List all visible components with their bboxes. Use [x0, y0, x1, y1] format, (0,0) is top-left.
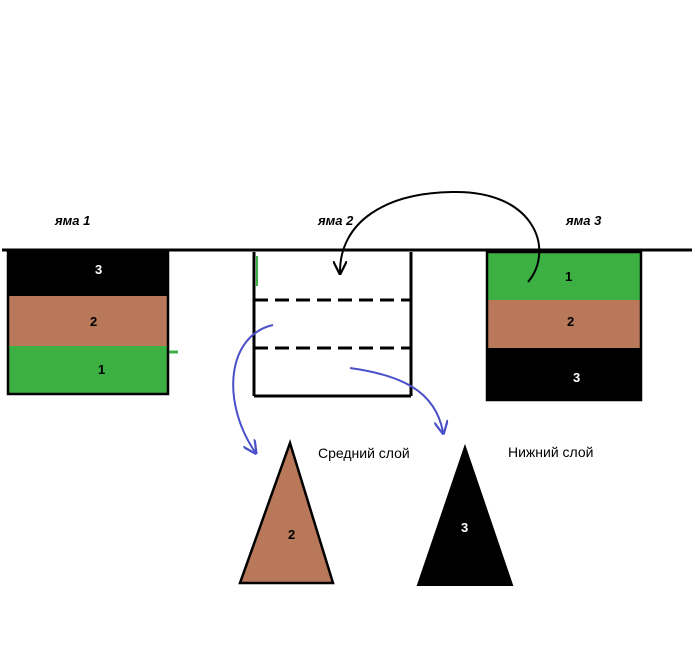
pit-3-outline: [485, 250, 643, 402]
pit-1-layer-bottom-label: 1: [98, 362, 105, 377]
pit-3-layer-bottom: [487, 348, 641, 400]
pile-bottom-cone: [416, 443, 514, 586]
pit-1-layer-top: [8, 252, 168, 296]
pit-1-layer-middle-label: 2: [90, 314, 97, 329]
pile-middle-caption: Средний слой: [318, 445, 410, 461]
pile-bottom-label: 3: [461, 520, 468, 535]
transfer-arrow-top-layer: [340, 190, 541, 283]
pile-bottom-caption: Нижний слой: [508, 444, 594, 460]
arrow-to-middle-pile: [232, 324, 274, 452]
pit-1-layer-middle: [8, 296, 168, 346]
pile-middle-cone: [238, 439, 335, 585]
pit-1-layer-top-label: 3: [95, 262, 102, 277]
pit-3-layer-bottom-label: 3: [573, 370, 580, 385]
pit-3-title: яма 3: [565, 213, 602, 228]
pit-1-layer-bottom: [8, 346, 168, 394]
pile-middle-label: 2: [288, 527, 295, 542]
pile-bottom: Нижний слой 3: [416, 443, 594, 586]
pit-3-layer-middle-label: 2: [567, 314, 574, 329]
pit-3: яма 3 1 2 3: [485, 213, 643, 402]
pit-1-title: яма 1: [54, 213, 90, 228]
pit-2: яма 2: [252, 213, 413, 398]
pit-3-layer-middle: [487, 300, 641, 348]
pile-middle: Средний слой 2: [238, 439, 410, 585]
pit-3-layer-top: [487, 252, 641, 300]
arrow-to-bottom-pile: [349, 367, 443, 432]
pit-1-outline: [6, 250, 170, 396]
pit-3-layer-top-label: 1: [565, 269, 572, 284]
pit-2-title: яма 2: [317, 213, 354, 228]
pit-1: яма 1 3 2 1: [6, 213, 178, 396]
